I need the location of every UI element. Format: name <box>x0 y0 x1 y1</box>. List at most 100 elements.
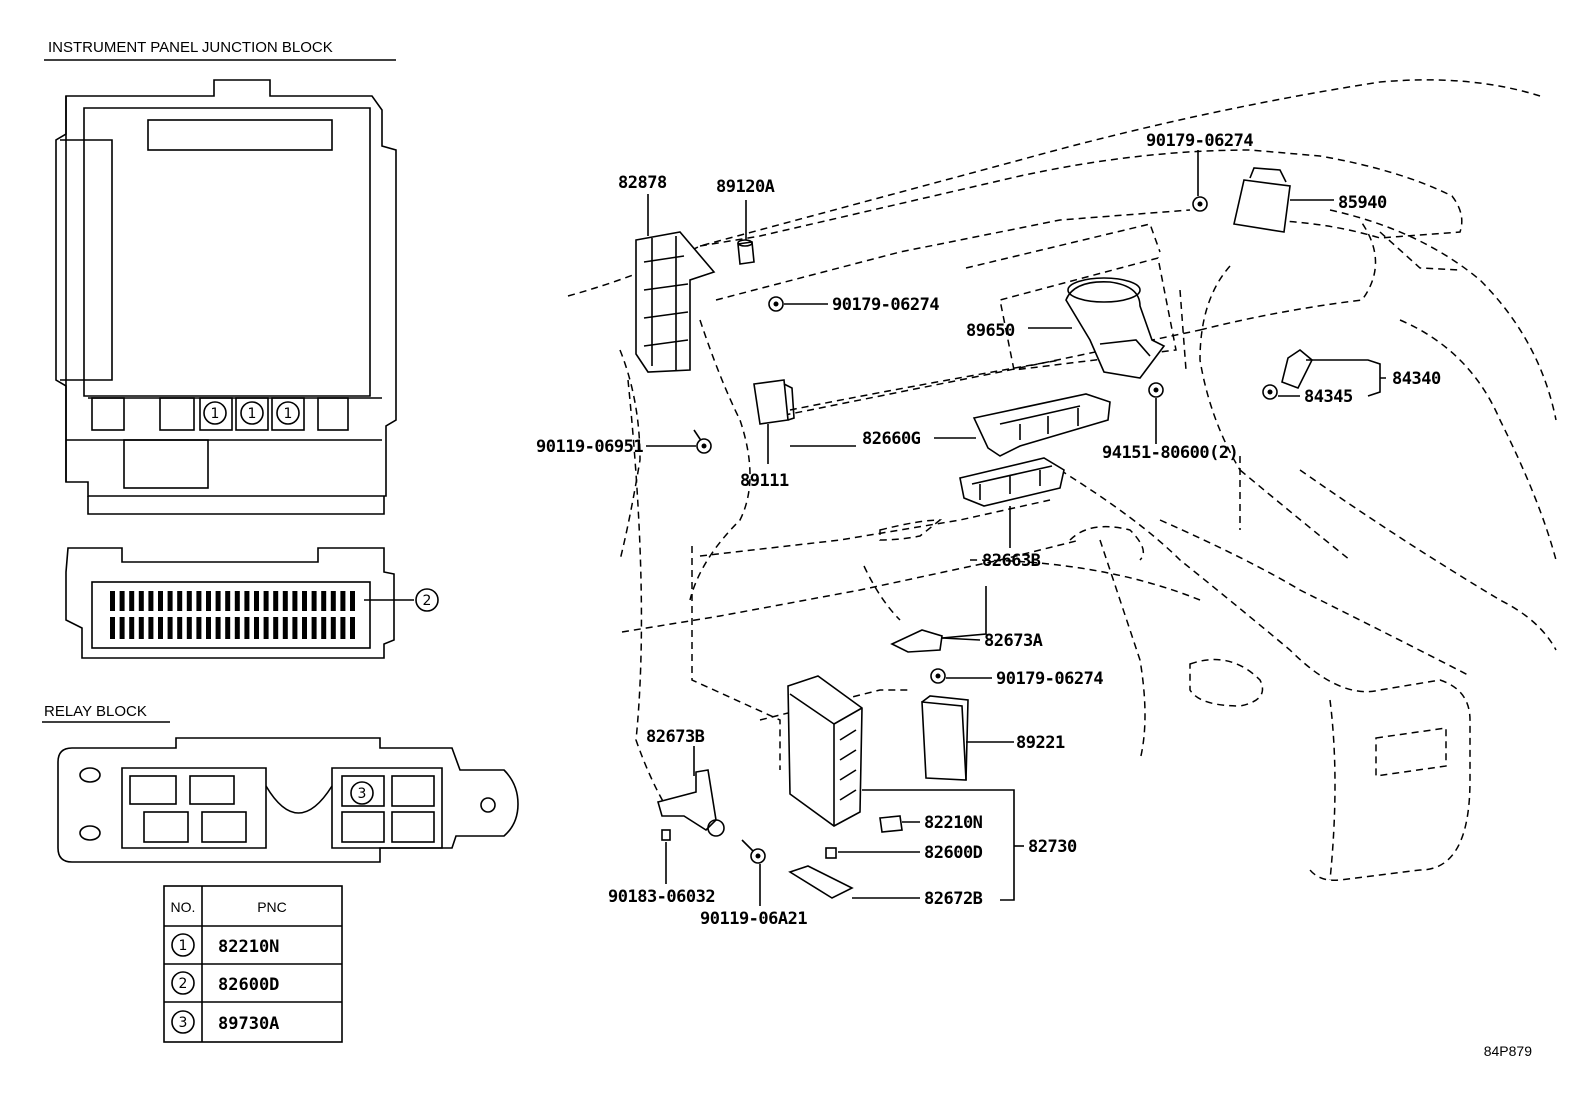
connector-pin <box>138 591 144 611</box>
connector-pin <box>129 617 135 639</box>
label-84345: 84345 <box>1304 387 1353 407</box>
connector-pin <box>167 591 173 611</box>
label-82672B: 82672B <box>924 889 983 909</box>
connector-pin <box>340 591 346 611</box>
junction-block-title: INSTRUMENT PANEL JUNCTION BLOCK <box>48 39 333 56</box>
relay-block-marker-3: 3 <box>350 781 374 805</box>
connector-pin <box>340 617 346 639</box>
svg-text:1: 1 <box>211 406 220 422</box>
connector-pin <box>110 591 115 611</box>
junction-block-marker-1a: 1 <box>203 401 227 425</box>
connector-pin <box>119 617 125 639</box>
connector-pin <box>244 617 250 639</box>
label-82878: 82878 <box>618 173 667 193</box>
junction-block-section: INSTRUMENT PANEL JUNCTION BLOCK 1 1 <box>44 39 439 659</box>
label-90179-06274-low: 90179-06274 <box>996 669 1103 689</box>
connector-pin <box>206 591 211 611</box>
svg-text:82210N: 82210N <box>218 937 279 957</box>
part-82672B-cover <box>788 865 854 899</box>
connector-pin <box>330 617 336 639</box>
label-94151-80600: 94151-80600(2) <box>1102 443 1238 463</box>
relay-block-title: RELAY BLOCK <box>44 703 147 720</box>
part-89120A-clip <box>737 239 755 265</box>
label-89221: 89221 <box>1016 733 1065 753</box>
connector-pin <box>282 591 288 611</box>
part-90119-06A21-bolt <box>741 839 766 864</box>
connector-pin <box>177 617 183 639</box>
label-82600D: 82600D <box>924 843 983 863</box>
part-84340-sensor <box>1262 349 1313 400</box>
connector-pin <box>350 591 355 611</box>
label-82730: 82730 <box>1028 837 1077 857</box>
label-90179-06274-top: 90179-06274 <box>1146 131 1253 151</box>
part-90119-06951-bolt <box>693 429 712 454</box>
svg-text:1: 1 <box>284 406 293 422</box>
svg-text:2: 2 <box>179 976 188 992</box>
svg-text:89730A: 89730A <box>218 1014 279 1034</box>
table-row: 3 89730A <box>171 1010 279 1034</box>
connector-pin <box>311 617 317 639</box>
table-row: 1 82210N <box>171 933 279 957</box>
label-82673A: 82673A <box>984 631 1043 651</box>
relay-block-section: RELAY BLOCK 3 <box>42 703 519 863</box>
part-82673B-bracket <box>657 769 725 841</box>
svg-text:1: 1 <box>179 938 188 954</box>
connector-pin <box>206 617 211 639</box>
connector-pin <box>254 591 259 611</box>
svg-text:82600D: 82600D <box>218 975 279 995</box>
part-labels: 82878 89120A 90179-06274 85940 90179-062… <box>536 131 1441 929</box>
connector-pin <box>321 617 327 639</box>
label-82210N: 82210N <box>924 813 983 833</box>
connector-pin <box>263 617 269 639</box>
connector-pin <box>158 591 163 611</box>
connector-pin <box>234 617 240 639</box>
connector-pin <box>186 591 192 611</box>
table-row: 2 82600D <box>171 971 279 995</box>
connector-pin <box>138 617 144 639</box>
svg-text:3: 3 <box>179 1015 188 1031</box>
connector-pin <box>311 591 317 611</box>
label-82673B: 82673B <box>646 727 705 747</box>
connector-pin <box>148 617 154 639</box>
part-82210N-relay <box>879 815 903 833</box>
connector-pins <box>110 591 355 639</box>
label-82660G: 82660G <box>862 429 921 449</box>
table-header-pnc: PNC <box>257 899 287 915</box>
connector-pin <box>167 617 173 639</box>
connector-pin <box>273 591 279 611</box>
connector-pin <box>225 617 231 639</box>
connector-pin <box>129 591 135 611</box>
connector-pin <box>321 591 327 611</box>
part-85940-module <box>1192 167 1291 233</box>
svg-text:1: 1 <box>248 406 257 422</box>
part-82878-bracket <box>635 231 716 373</box>
label-89111: 89111 <box>740 471 789 491</box>
part-82730-junction-block <box>787 675 863 827</box>
label-89650: 89650 <box>966 321 1015 341</box>
junction-block-marker-1b: 1 <box>240 401 264 425</box>
part-82660G-bracket <box>972 393 1111 457</box>
part-82600D-clip <box>825 847 837 859</box>
connector-pin <box>302 591 307 611</box>
connector-pin <box>215 617 221 639</box>
connector-pin <box>302 617 307 639</box>
connector-pin <box>225 591 231 611</box>
connector-pin <box>292 591 298 611</box>
connector-pin <box>196 617 202 639</box>
connector-pin <box>196 591 202 611</box>
label-90179-06274-mid: 90179-06274 <box>832 295 939 315</box>
svg-text:2: 2 <box>423 593 432 609</box>
part-89650-sensor <box>1065 277 1166 379</box>
connector-pin <box>254 617 259 639</box>
label-85940: 85940 <box>1338 193 1387 213</box>
part-90179-nut-upper <box>768 296 784 312</box>
label-84340: 84340 <box>1392 369 1441 389</box>
connector-pin <box>234 591 240 611</box>
part-82663B-bracket <box>959 457 1065 507</box>
label-90119-06951: 90119-06951 <box>536 437 643 457</box>
label-82663B: 82663B <box>982 551 1041 571</box>
connector-pin <box>148 591 154 611</box>
part-82673A-bracket <box>890 629 946 684</box>
